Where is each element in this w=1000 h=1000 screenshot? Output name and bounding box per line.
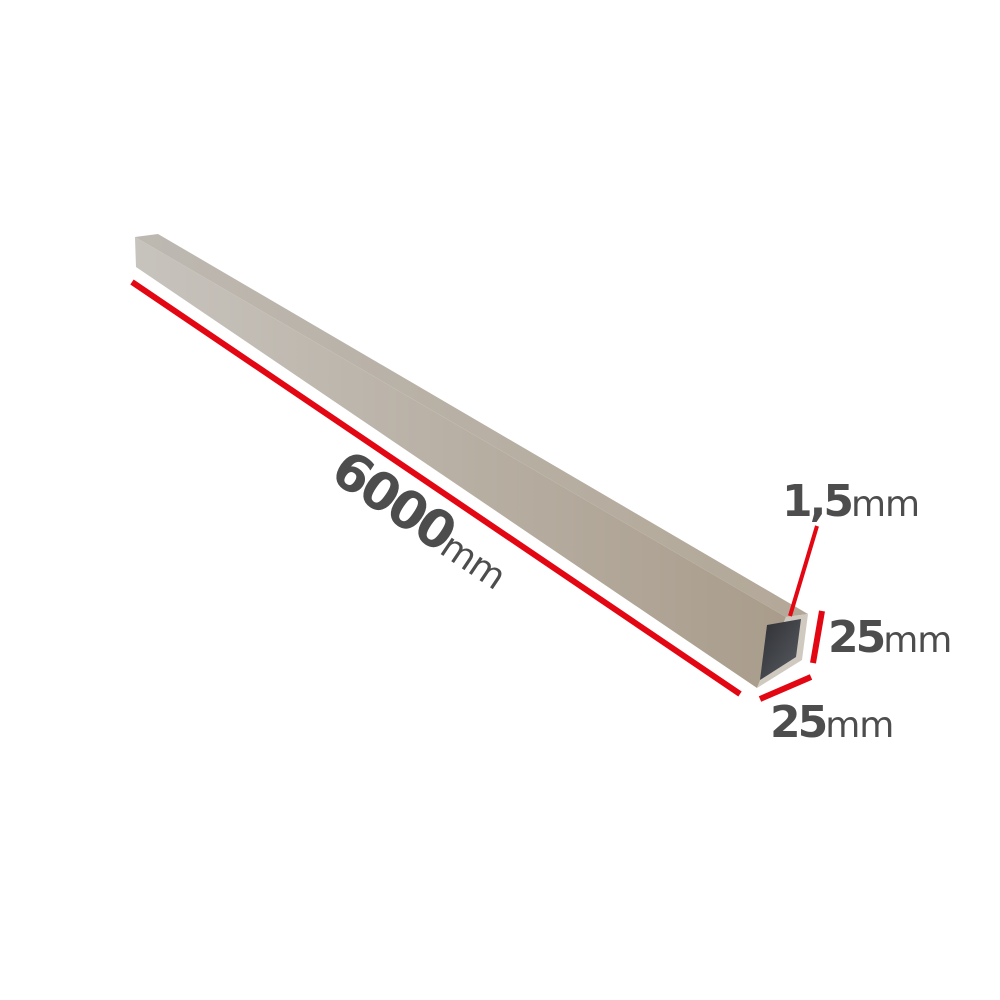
width-label: 25mm xyxy=(770,697,893,748)
height-label: 25mm xyxy=(828,612,951,663)
length-dimension-line xyxy=(130,279,742,697)
thickness-leader-line xyxy=(788,525,819,617)
tube-body xyxy=(135,234,808,688)
width-dimension-line xyxy=(758,674,813,702)
height-dimension-line xyxy=(810,610,825,664)
wall-thickness-label: 1,5mm xyxy=(782,476,919,527)
dimension-lines xyxy=(130,279,825,702)
